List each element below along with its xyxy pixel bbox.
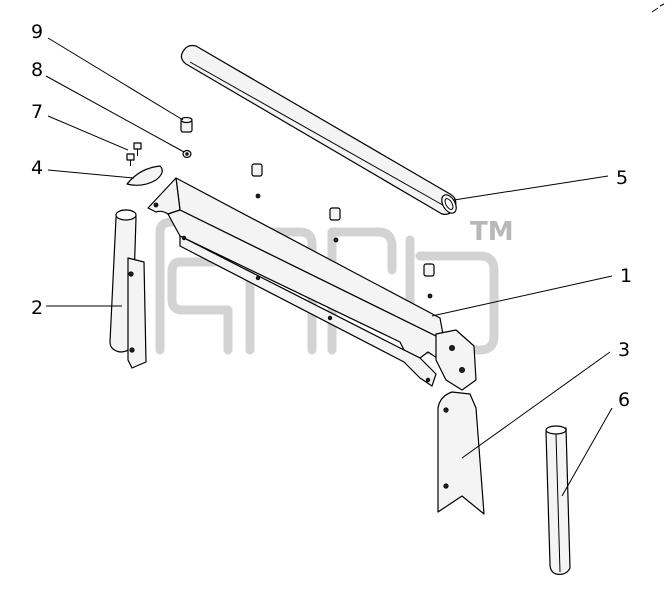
callout-6: 6 [618, 389, 630, 411]
leader-5 [453, 175, 609, 201]
callout-8: 8 [31, 59, 43, 81]
leader-9 [47, 37, 184, 121]
corner-mark [651, 3, 665, 13]
leader-6 [561, 407, 613, 497]
part-9-spacer [180, 116, 193, 133]
callout-7: 7 [31, 101, 43, 123]
part-3-right-bracket [437, 391, 485, 515]
leader-lines [45, 37, 613, 497]
leader-7 [47, 115, 129, 151]
callout-9: 9 [31, 21, 43, 43]
leader-8 [45, 75, 185, 153]
leader-1 [431, 275, 613, 317]
callout-5: 5 [616, 167, 628, 189]
part-6-short-tube [545, 425, 571, 575]
callout-numbers: 9 8 7 4 2 5 1 3 6 [31, 21, 632, 411]
callout-2: 2 [31, 297, 43, 319]
leader-3 [461, 351, 611, 459]
part-5-long-tube [180, 44, 457, 215]
callout-4: 4 [31, 157, 43, 179]
watermark-trademark: TM [470, 217, 514, 247]
part-8-nut [182, 149, 192, 159]
callout-3: 3 [618, 339, 630, 361]
leader-4 [47, 169, 135, 179]
part-2-left-post [109, 209, 147, 369]
part-4-plate [126, 165, 163, 186]
part-1-channel-frame [147, 163, 477, 391]
callout-1: 1 [620, 265, 632, 287]
part-7-bolts [126, 142, 142, 166]
